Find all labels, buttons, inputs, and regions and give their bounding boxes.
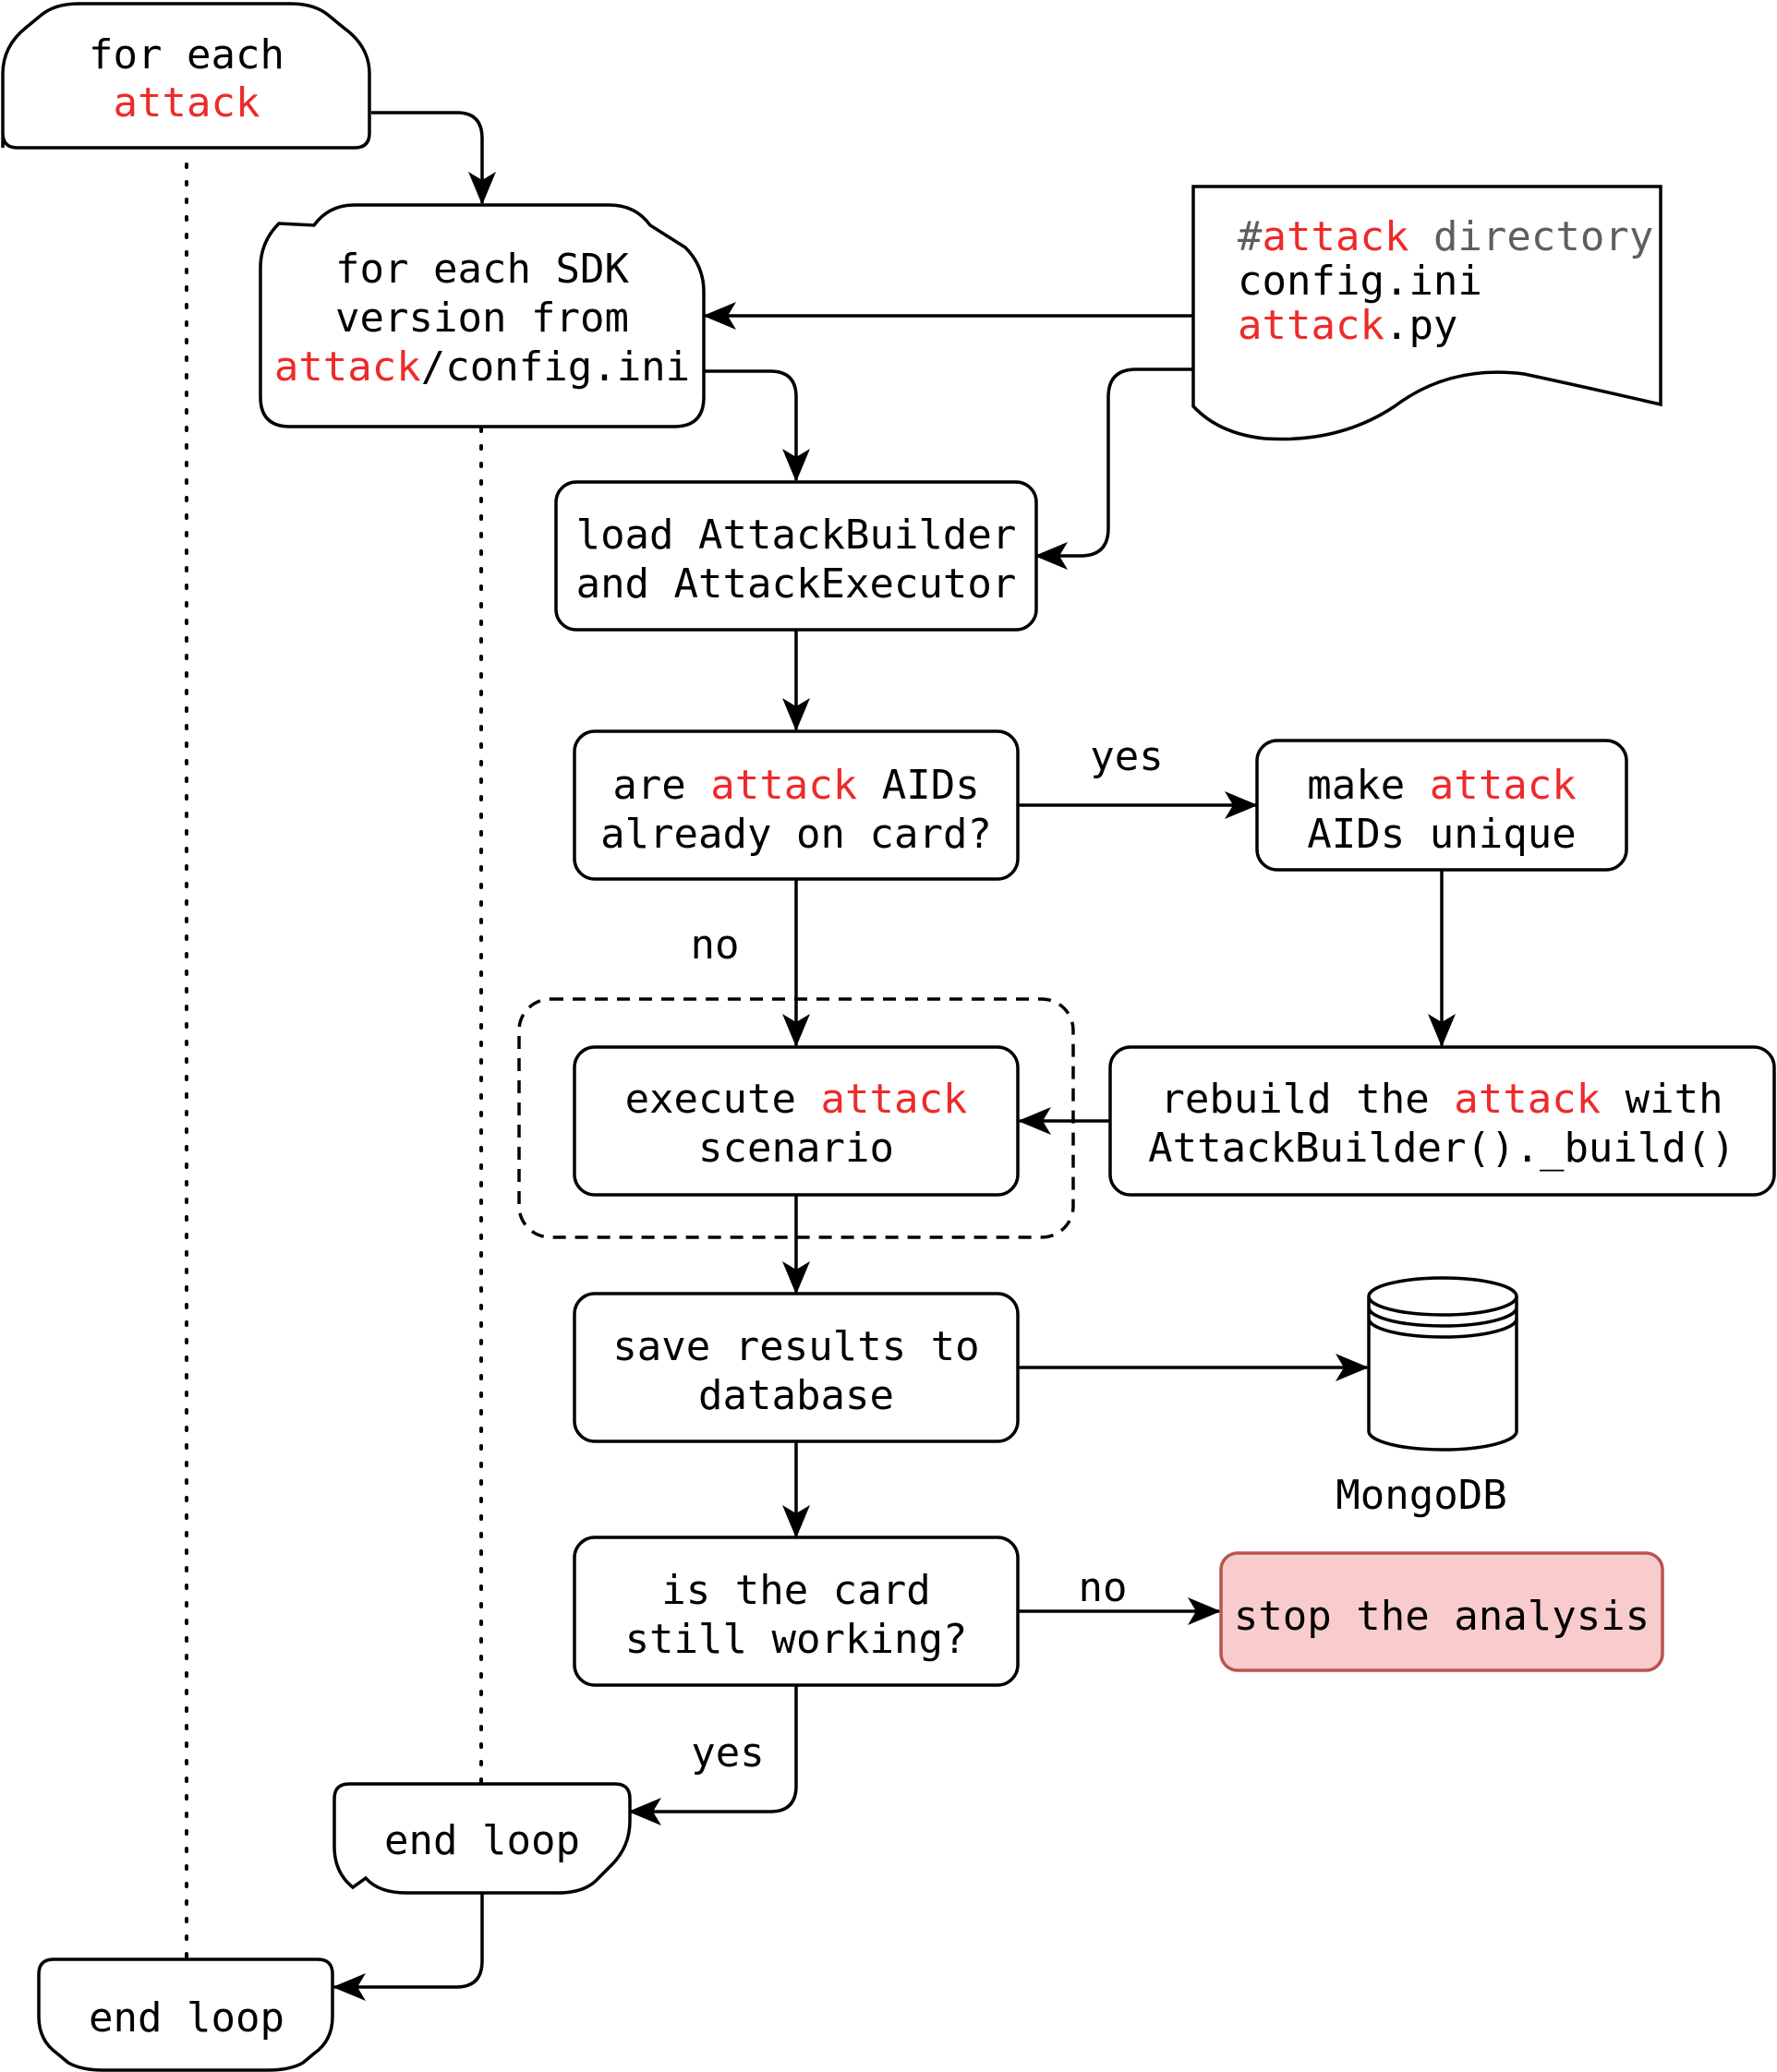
make-unique-line1: make attack: [1307, 762, 1576, 809]
aids-check-line1: are attack AIDs: [612, 762, 979, 809]
edge-card-yes: [628, 1685, 798, 1825]
rebuild-line1: rebuild the attack with: [1160, 1076, 1723, 1123]
stop-analysis-label: stop the analysis: [1234, 1593, 1650, 1640]
outer-loop-end-label: end loop: [89, 1994, 284, 2042]
save-results-node: [573, 1292, 1020, 1443]
edge-inner-end-to-outer-end: [332, 1893, 484, 2001]
card-yes-label: yes: [691, 1729, 764, 1777]
aids-no-label: no: [691, 922, 740, 969]
rebuild-node: [1108, 1045, 1776, 1197]
aids-yes-label: yes: [1090, 733, 1163, 780]
edge-outer-to-inner: [371, 111, 496, 205]
card-no-label: no: [1079, 1564, 1128, 1611]
inner-loop-end: [332, 1782, 632, 1895]
execute-node: [573, 1045, 1020, 1197]
rebuild-line2: AttackBuilder()._build(): [1148, 1125, 1735, 1172]
aids-check-line2: already on card?: [600, 811, 992, 858]
edge-inner-to-load: [704, 369, 810, 482]
edge-dir-to-load: [1034, 367, 1193, 570]
database-label: MongoDB: [1336, 1472, 1506, 1519]
card-check-line2: still working?: [625, 1616, 968, 1663]
aids-check-node: [573, 729, 1020, 881]
load-builder-line1: load AttackBuilder: [576, 512, 1017, 559]
execute-line2: scenario: [698, 1125, 894, 1172]
execute-line1: execute attack: [625, 1076, 968, 1123]
attack-directory-file1: config.ini: [1238, 258, 1482, 305]
load-builder-node: [554, 480, 1038, 632]
load-builder-line2: and AttackExecutor: [576, 560, 1017, 608]
save-results-line1: save results to: [612, 1323, 979, 1370]
attack-directory-file2: attack.py: [1238, 302, 1457, 349]
stop-analysis-node: [1219, 1551, 1664, 1672]
card-check-node: [573, 1536, 1020, 1687]
inner-loop-line2: version from: [335, 295, 629, 342]
outer-loop-end: [37, 1958, 334, 2072]
card-check-line1: is the card: [661, 1567, 930, 1614]
attack-directory-doc: [1191, 185, 1662, 441]
inner-loop-line1: for each SDK: [335, 246, 629, 293]
make-unique-node: [1255, 739, 1628, 872]
outer-loop-start: [1, 2, 371, 150]
save-results-line2: database: [698, 1372, 894, 1419]
inner-loop-end-label: end loop: [384, 1817, 580, 1864]
inner-loop-start: [259, 203, 706, 428]
make-unique-line2: AIDs unique: [1307, 811, 1576, 858]
database-icon: [1367, 1276, 1518, 1452]
attack-directory-heading: #attack directory: [1238, 213, 1653, 260]
inner-loop-line3: attack/config.ini: [274, 343, 690, 391]
outer-loop-line1: for each: [89, 31, 284, 78]
outer-loop-keyword: attack: [114, 79, 260, 126]
